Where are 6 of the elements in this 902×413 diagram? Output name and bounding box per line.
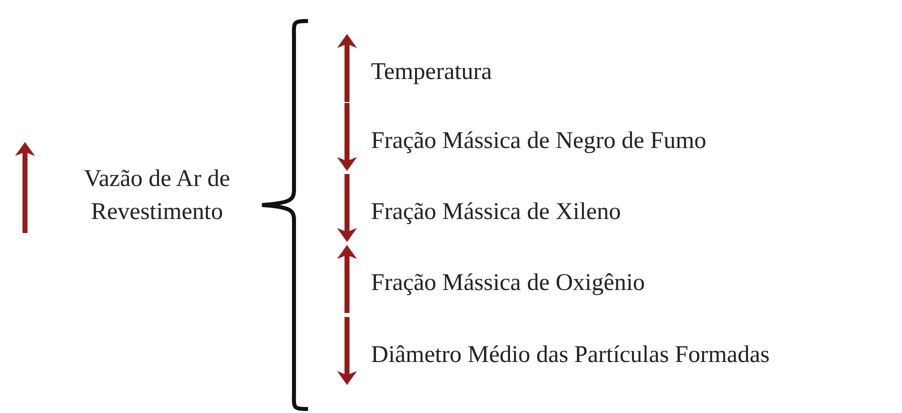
effect-label: Diâmetro Médio das Partículas Formadas: [371, 341, 770, 370]
cause-label: Vazão de Ar de Revestimento: [83, 165, 231, 227]
effect-label: Fração Mássica de Xileno: [371, 198, 621, 227]
effect-label: Fração Mássica de Negro de Fumo: [371, 127, 706, 156]
effect-label: Fração Mássica de Oxigênio: [371, 269, 645, 298]
effect-label: Temperatura: [371, 58, 492, 87]
